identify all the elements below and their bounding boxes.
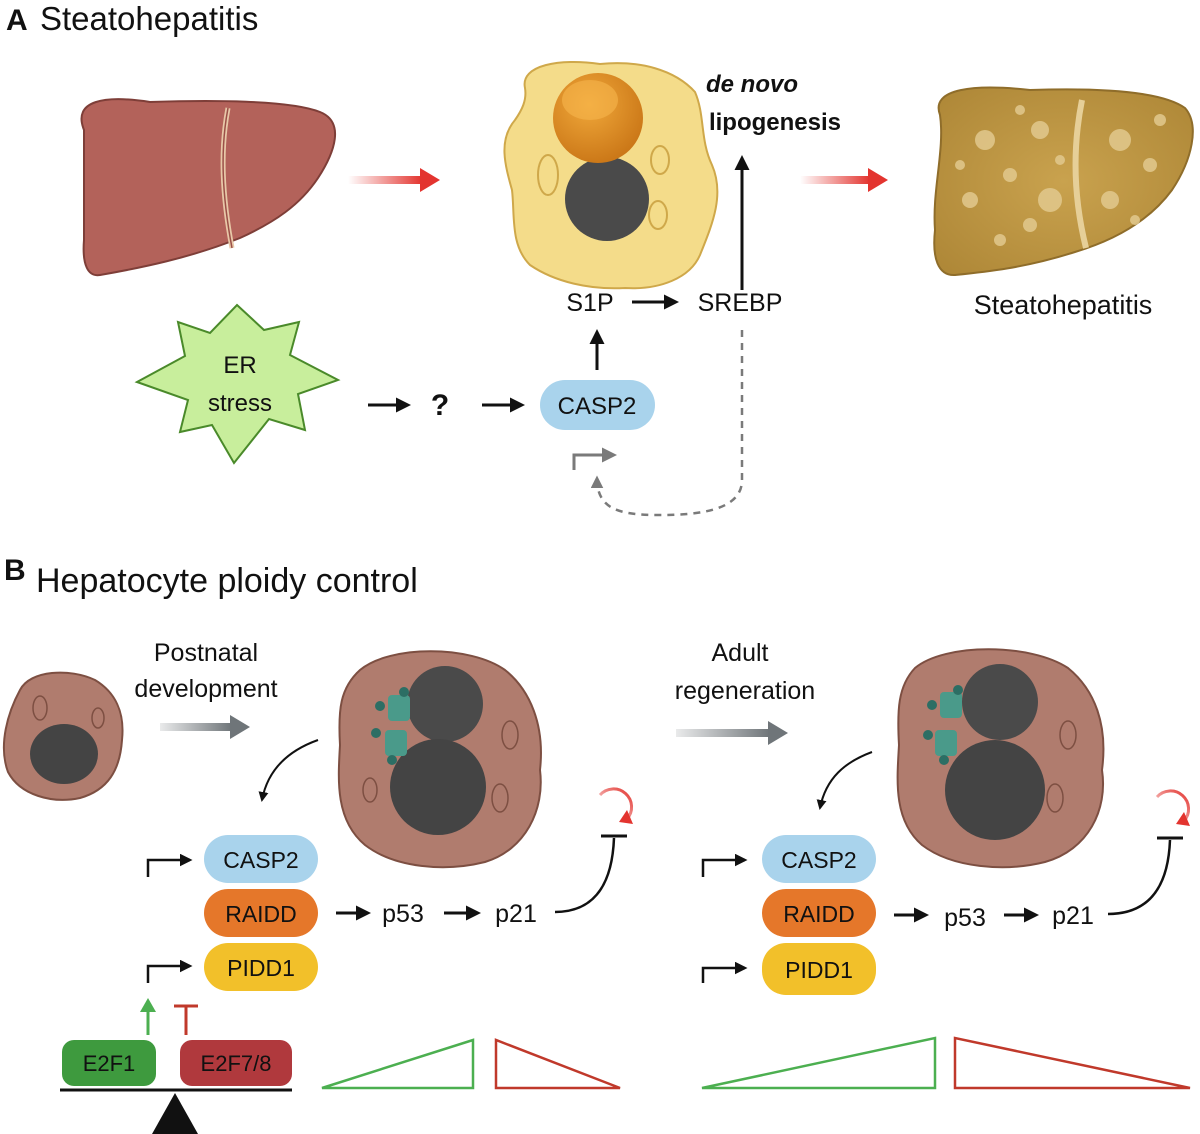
er-stress-burst xyxy=(134,303,341,465)
binucleate-hepatocyte-right-icon xyxy=(896,648,1105,869)
left-p21-label: p21 xyxy=(495,900,537,928)
postnatal-transition-arrow xyxy=(160,715,250,739)
casp2-promoter-icon xyxy=(572,447,617,470)
left-cell-to-pathway-arrow xyxy=(258,739,319,802)
postnatal-label-line2: development xyxy=(134,675,277,703)
left-raidd-label: RAIDD xyxy=(225,901,297,927)
panel-a-title: Steatohepatitis xyxy=(40,0,258,37)
left-p21-inhibition-curve xyxy=(554,837,616,914)
e2f1-activation-arrowhead xyxy=(140,998,156,1012)
small-hepatocyte-icon xyxy=(2,671,124,801)
adult-label-line2: regeneration xyxy=(675,677,815,705)
panel-a-letter: A xyxy=(6,4,28,37)
er-stress-label-line1: ER xyxy=(223,352,256,379)
adult-transition-arrow xyxy=(676,721,788,745)
panel-b-letter: B xyxy=(4,554,26,587)
right-green-ramp xyxy=(701,1036,937,1090)
right-casp2-pill xyxy=(762,835,876,883)
right-pidd1-pill xyxy=(762,943,876,995)
er-stress-label-line2: stress xyxy=(208,390,272,417)
binucleate-hepatocyte-left-icon xyxy=(337,650,542,869)
dnl-label-line2: lipogenesis xyxy=(709,109,841,136)
casp2-pill-a xyxy=(540,380,655,430)
steatohepatitis-outcome-label: Steatohepatitis xyxy=(974,290,1153,320)
srebp-feedback-dashed-arrow xyxy=(590,330,744,517)
right-p53-label: p53 xyxy=(944,904,986,932)
right-casp2-promoter-icon xyxy=(701,853,748,877)
right-p21-inhibition-curve xyxy=(1107,839,1172,916)
left-casp2-promoter-icon xyxy=(146,853,193,877)
left-p53-label: p53 xyxy=(382,900,424,928)
transition-arrow-2 xyxy=(800,168,888,192)
left-pidd1-promoter-icon xyxy=(146,959,193,983)
unknown-step-label: ? xyxy=(431,389,449,422)
left-pidd1-label: PIDD1 xyxy=(227,955,295,981)
left-casp2-label: CASP2 xyxy=(223,847,298,873)
right-cell-to-pathway-arrow xyxy=(816,751,873,810)
left-pidd1-pill xyxy=(204,943,318,991)
dnl-label-line1: de novo xyxy=(706,71,798,98)
right-raidd-label: RAIDD xyxy=(783,901,855,927)
postnatal-label-line1: Postnatal xyxy=(154,639,258,667)
left-cell-cycle-icon xyxy=(598,787,634,824)
right-raidd-pill xyxy=(762,889,876,937)
healthy-liver-icon xyxy=(80,98,336,277)
e2f78-label: E2F7/8 xyxy=(201,1051,272,1076)
e2f1-box xyxy=(62,1040,156,1086)
s1p-label: S1P xyxy=(566,289,613,317)
left-raidd-pill xyxy=(204,889,318,937)
panel-b-title: Hepatocyte ploidy control xyxy=(36,562,418,600)
right-pidd1-label: PIDD1 xyxy=(785,957,853,983)
left-red-ramp xyxy=(494,1038,621,1090)
fatty-hepatocyte-icon xyxy=(503,61,719,290)
adult-label-line1: Adult xyxy=(712,639,769,667)
e2f78-box xyxy=(180,1040,292,1086)
srebp-label: SREBP xyxy=(698,289,783,317)
fatty-liver-icon xyxy=(933,86,1194,277)
right-red-ramp xyxy=(953,1036,1191,1090)
right-cell-cycle-icon xyxy=(1155,789,1191,826)
left-green-ramp xyxy=(321,1038,475,1090)
e2f1-label: E2F1 xyxy=(83,1051,136,1076)
balance-fulcrum-icon xyxy=(152,1093,198,1134)
right-casp2-label: CASP2 xyxy=(781,847,856,873)
casp2-label-a: CASP2 xyxy=(558,393,637,420)
transition-arrow-1 xyxy=(348,168,440,192)
right-pidd1-promoter-icon xyxy=(701,961,748,983)
right-p21-label: p21 xyxy=(1052,902,1094,930)
left-casp2-pill xyxy=(204,835,318,883)
